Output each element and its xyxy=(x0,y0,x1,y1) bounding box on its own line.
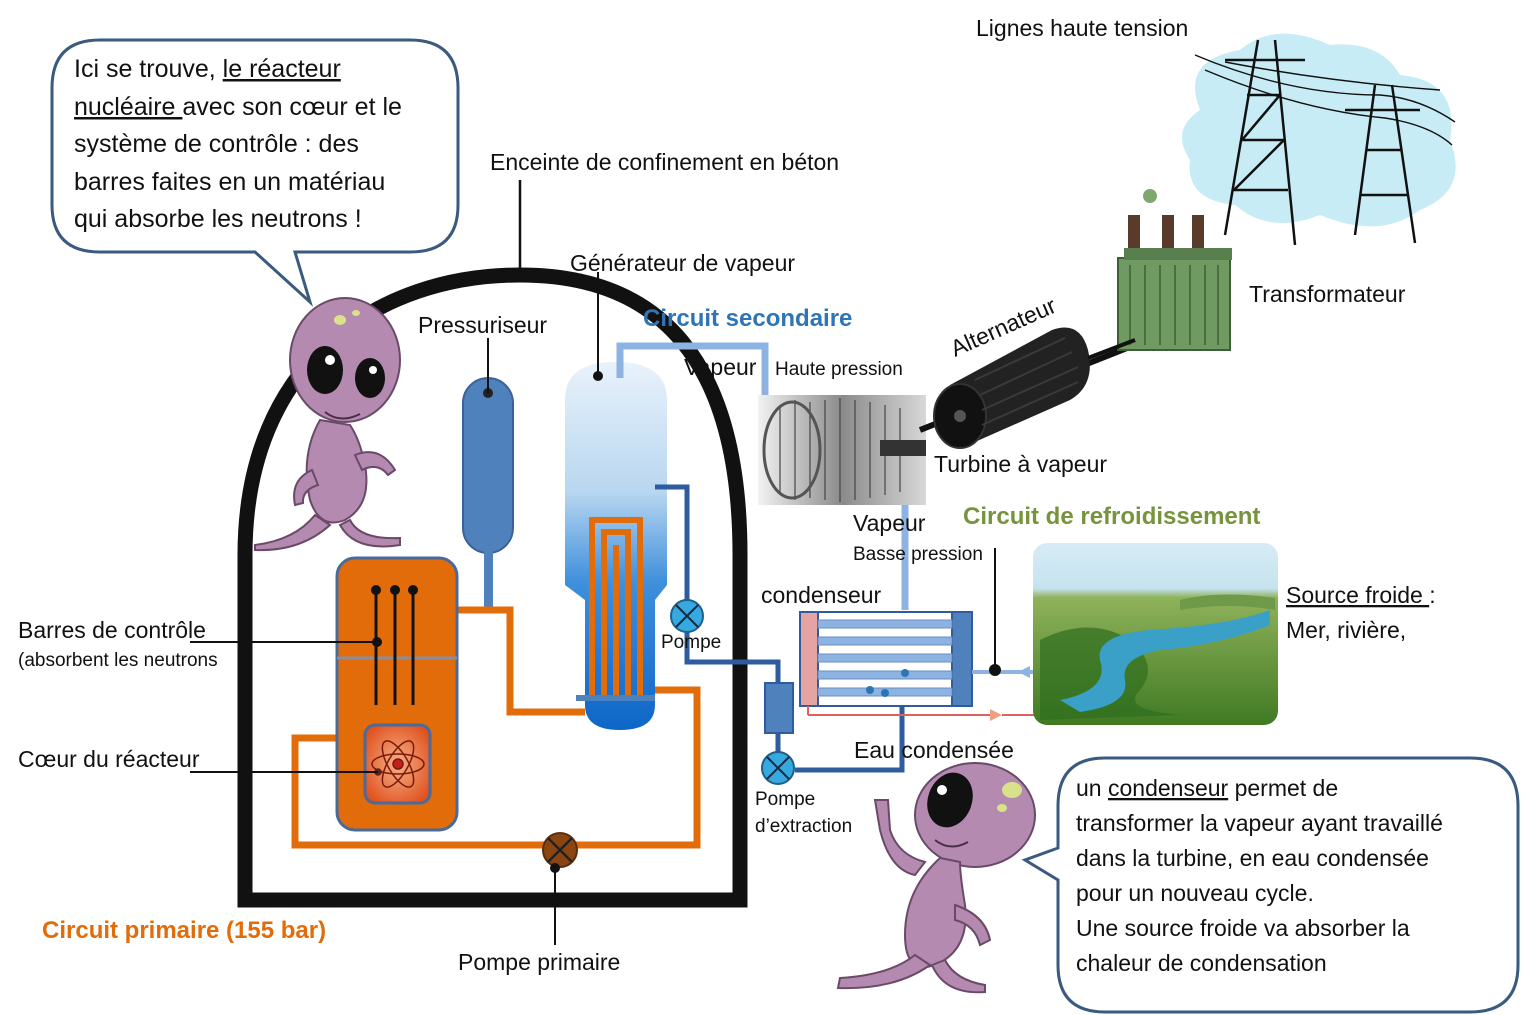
primary-pump xyxy=(542,832,578,945)
bubble-top-line4: barres faites en un matériau xyxy=(74,168,385,196)
condenser-label: condenseur xyxy=(761,582,882,608)
pump-label: Pompe xyxy=(661,632,721,653)
bubble-bottom-line3: dans la turbine, en eau condensée xyxy=(1076,845,1429,871)
steam-generator-label: Générateur de vapeur xyxy=(570,250,795,276)
steam-turbine xyxy=(758,395,926,505)
bubble-bottom-line4: pour un nouveau cycle. xyxy=(1076,880,1314,906)
turbine-label: Turbine à vapeur xyxy=(934,451,1107,477)
transformer-link xyxy=(1087,338,1136,360)
containment-label: Enceinte de confinement en béton xyxy=(490,149,839,175)
low-pressure-label: Basse pression xyxy=(853,544,983,565)
primary-pump-label: Pompe primaire xyxy=(458,949,620,975)
bubble-top-line3: système de contrôle : des xyxy=(74,130,359,158)
power-lines-label: Lignes haute tension xyxy=(976,15,1188,41)
pressurizer xyxy=(462,338,514,610)
reactor-vessel xyxy=(335,556,459,832)
transformer xyxy=(1117,189,1232,351)
extraction-pump-label-1: Pompe xyxy=(755,789,815,810)
bubble-bottom-line1: un condenseur permet de xyxy=(1076,775,1338,801)
control-rods-label: Barres de contrôle xyxy=(18,617,206,643)
alien-mascot-bottom xyxy=(836,762,1036,994)
condensed-water-label: Eau condensée xyxy=(854,737,1014,763)
power-lines xyxy=(1182,33,1456,246)
primary-circuit-pipes xyxy=(291,606,701,849)
secondary-circuit-label: Circuit secondaire xyxy=(643,305,852,332)
cooling-circuit-label: Circuit de refroidissement xyxy=(963,503,1260,530)
speech-bubble-top: Ici se trouve, le réacteur nucléaire ave… xyxy=(50,38,460,307)
pressurizer-label: Pressuriseur xyxy=(418,312,547,338)
extraction-pump xyxy=(761,751,795,785)
bubble-top-line1: Ici se trouve, le réacteur xyxy=(74,55,341,83)
speech-bubble-bottom: un condenseur permet de transformer la v… xyxy=(1021,756,1520,1014)
extraction-tank xyxy=(764,682,794,734)
alternator xyxy=(933,327,1090,449)
steam-hp-label: Vapeur xyxy=(684,354,757,380)
alien-mascot-top xyxy=(254,297,401,552)
high-pressure-label: Haute pression xyxy=(775,359,903,380)
control-rods-note: (absorbent les neutrons xyxy=(18,650,218,671)
inlet-arrow-icon xyxy=(1018,666,1030,678)
bubble-bottom-line2: transformer la vapeur ayant travaillé xyxy=(1076,810,1443,836)
primary-circuit-label: Circuit primaire (155 bar) xyxy=(42,917,326,944)
bubble-bottom-line6: chaleur de condensation xyxy=(1076,950,1327,976)
bubble-top-line5: qui absorbe les neutrons ! xyxy=(74,205,362,233)
condenser xyxy=(799,611,973,707)
return-arrow-icon xyxy=(990,709,1002,721)
feed-pump xyxy=(670,599,704,633)
cold-source-title: Source froide : xyxy=(1286,582,1436,608)
secondary-circuit-pipes xyxy=(616,342,909,773)
steam-generator xyxy=(565,272,667,730)
bubble-top-line2: nucléaire avec son cœur et le xyxy=(74,93,402,121)
control-rods xyxy=(374,590,415,705)
transformer-label: Transformateur xyxy=(1249,281,1406,307)
cold-source-examples: Mer, rivière, xyxy=(1286,617,1406,643)
reactor-core-label: Cœur du réacteur xyxy=(18,746,200,772)
bubble-bottom-line5: Une source froide va absorber la xyxy=(1076,915,1410,941)
steam-lp-label: Vapeur xyxy=(853,510,926,536)
extraction-pump-label-2: d’extraction xyxy=(755,816,852,837)
landscape-image xyxy=(1033,543,1278,725)
